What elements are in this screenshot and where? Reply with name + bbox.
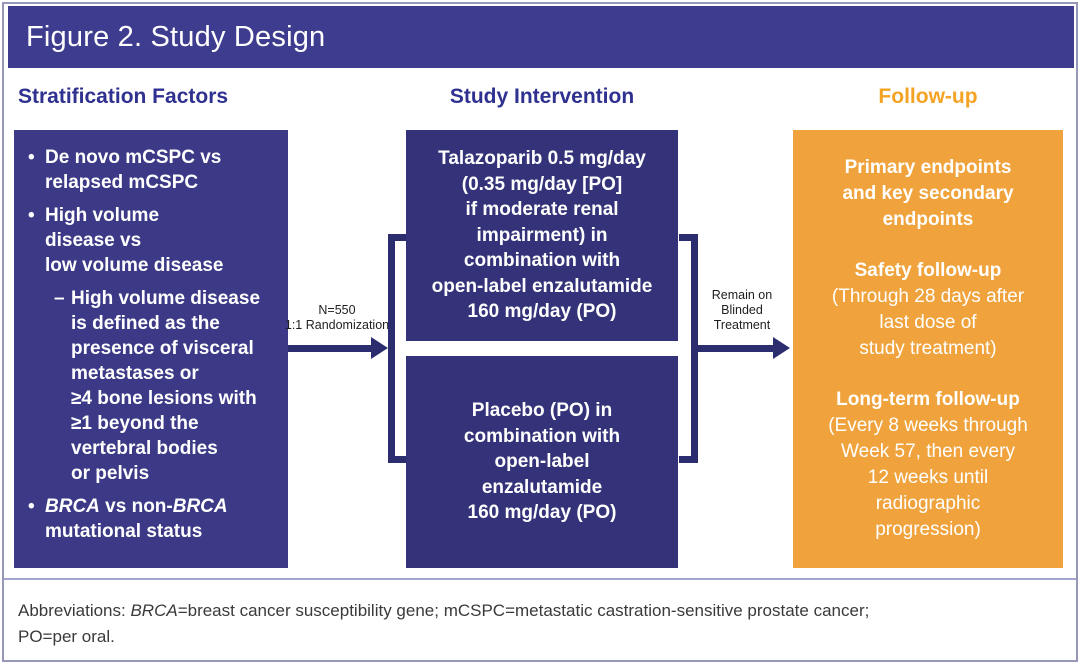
talazoparib-arm-box: Talazoparib 0.5 mg/day (0.35 mg/day [PO]…	[406, 130, 678, 341]
placebo-arm-box: Placebo (PO) in combination with open-la…	[406, 356, 678, 568]
followup-section-safety: Safety follow-up (Through 28 days after …	[803, 258, 1053, 362]
stratification-bullet-brca: • BRCA vs non-BRCA mutational status	[28, 494, 282, 544]
heading-follow-up: Follow-up	[878, 85, 978, 108]
stratification-factors-box: • De novo mCSPC vs relapsed mCSPC • High…	[14, 130, 288, 568]
followup-endpoints-text: Primary endpoints and key secondary endp…	[842, 157, 1014, 230]
follow-up-box: Primary endpoints and key secondary endp…	[793, 130, 1063, 568]
placebo-arm-text: Placebo (PO) in combination with open-la…	[463, 400, 621, 524]
left-bracket-vertical	[388, 234, 395, 463]
bullet-marker: •	[28, 205, 35, 226]
stratification-subbullet-high-volume-definition: – High volume disease is defined as the …	[54, 286, 282, 486]
left-bracket-top-arm	[388, 234, 407, 241]
bullet-marker: •	[28, 147, 35, 168]
heading-study-intervention: Study Intervention	[449, 85, 635, 108]
bullet-text: De novo mCSPC vs relapsed mCSPC	[45, 147, 222, 193]
abbreviations-footnote: Abbreviations: BRCA=breast cancer suscep…	[18, 601, 870, 646]
footnote-divider	[4, 578, 1076, 580]
randomization-label: N=550 1:1 Randomization	[284, 303, 390, 332]
talazoparib-arm-text: Talazoparib 0.5 mg/day (0.35 mg/day [PO]…	[431, 148, 653, 323]
stratification-bullet-volume: • High volume disease vs low volume dise…	[28, 203, 282, 278]
dash-marker: –	[54, 288, 65, 309]
right-bracket-vertical	[691, 234, 698, 463]
left-bracket-bottom-arm	[388, 456, 407, 463]
subbullet-text: High volume disease is defined as the pr…	[71, 288, 261, 484]
remain-arrow-shaft	[697, 345, 774, 352]
right-bracket-top-arm	[679, 234, 698, 241]
randomization-arrow-head	[371, 337, 388, 359]
figure-header: Figure 2. Study Design	[8, 6, 1074, 68]
right-bracket-bottom-arm	[679, 456, 698, 463]
randomization-arrow-shaft	[288, 345, 372, 352]
long-term-follow-up-title: Long-term follow-up	[836, 389, 1020, 410]
long-term-follow-up-detail: (Every 8 weeks through Week 57, then eve…	[828, 415, 1028, 540]
safety-follow-up-detail: (Through 28 days after last dose of stud…	[831, 286, 1025, 359]
followup-section-long-term: Long-term follow-up (Every 8 weeks throu…	[803, 387, 1053, 543]
heading-stratification-factors: Stratification Factors	[18, 85, 229, 108]
safety-follow-up-title: Safety follow-up	[854, 260, 1002, 281]
remain-arrow-head	[773, 337, 790, 359]
remain-on-blinded-label: Remain on Blinded Treatment	[711, 288, 773, 332]
bullet-text: BRCA vs non-BRCA mutational status	[45, 496, 228, 542]
bullet-marker: •	[28, 496, 35, 517]
figure-title: Figure 2. Study Design	[26, 20, 326, 53]
followup-section-endpoints: Primary endpoints and key secondary endp…	[803, 155, 1053, 233]
stratification-bullet-de-novo: • De novo mCSPC vs relapsed mCSPC	[28, 145, 282, 195]
bullet-text: High volume disease vs low volume diseas…	[45, 205, 224, 276]
